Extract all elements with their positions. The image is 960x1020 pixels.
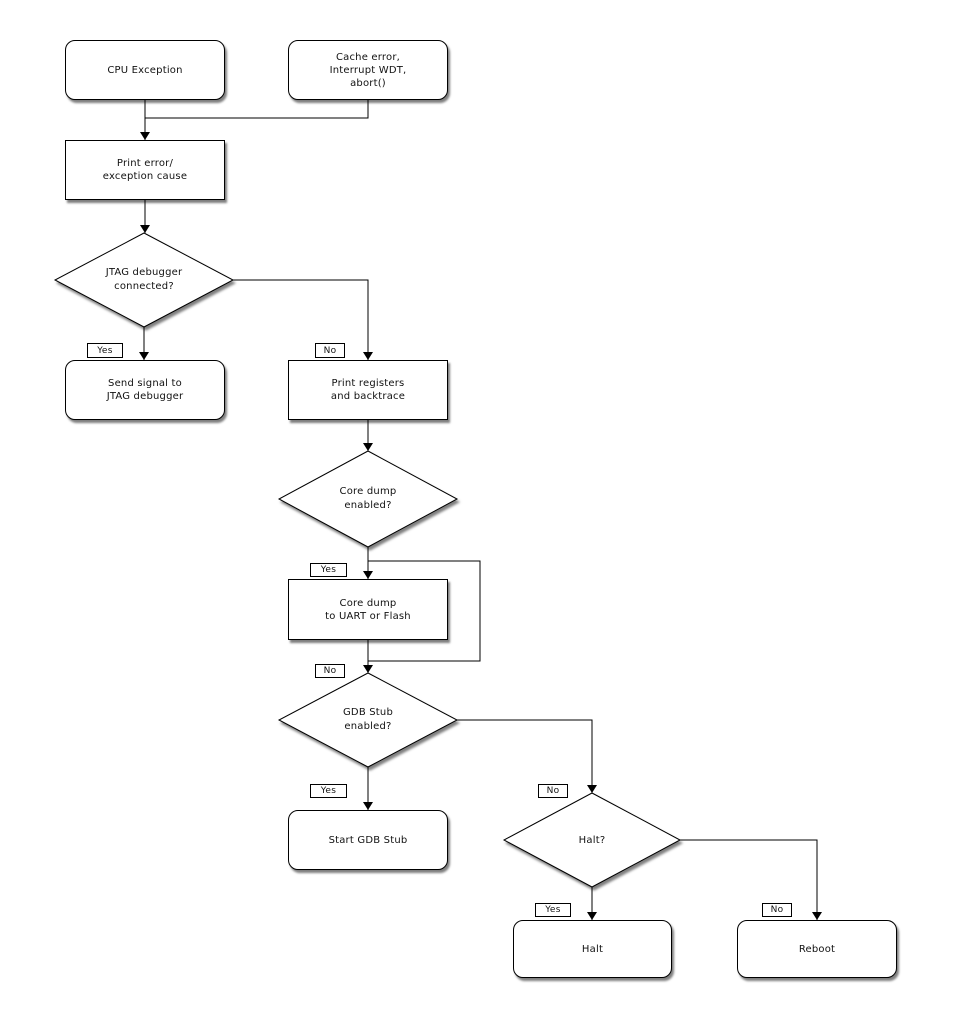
decision-text-gdb-stub-enabled: GDB Stub enabled? bbox=[343, 706, 393, 734]
decision-halt-question bbox=[502, 792, 682, 888]
node-text: exception cause bbox=[102, 171, 188, 182]
edge-label-jtag-yes: Yes bbox=[87, 343, 123, 358]
node-text: connected? bbox=[114, 281, 174, 292]
node-text: abort() bbox=[350, 77, 386, 89]
arrow-down-icon bbox=[587, 785, 597, 793]
node-text: enabled? bbox=[344, 500, 392, 511]
arrow-down-icon bbox=[139, 352, 149, 360]
connector-gdb-no-to-halt-q bbox=[457, 719, 593, 793]
node-core-dump: Core dump to UART or Flash bbox=[288, 579, 448, 640]
arrow-down-icon bbox=[140, 225, 150, 233]
arrow-down-icon bbox=[363, 665, 373, 673]
edge-label-gdb-yes: Yes bbox=[310, 784, 347, 798]
arrow-down-icon bbox=[363, 352, 373, 360]
edge-label-reboot-no: No bbox=[762, 903, 792, 917]
arrow-down-icon bbox=[363, 571, 373, 579]
decision-core-dump-enabled bbox=[277, 450, 459, 548]
arrow-down-icon bbox=[140, 132, 150, 140]
edge-label-halt-yes: Yes bbox=[535, 903, 571, 917]
node-text: Halt bbox=[581, 943, 604, 955]
decision-text-halt-question: Halt? bbox=[579, 834, 606, 848]
connector-jtag-no-to-print-registers bbox=[233, 279, 369, 360]
node-text: Send signal to bbox=[108, 378, 182, 389]
node-text: Start GDB Stub bbox=[328, 834, 408, 846]
node-text: Reboot bbox=[798, 943, 836, 955]
arrow-down-icon bbox=[587, 912, 597, 920]
node-text: to UART or Flash bbox=[325, 610, 411, 622]
decision-gdb-stub-enabled bbox=[277, 672, 459, 768]
node-text: Print error/ bbox=[116, 158, 174, 169]
node-text: Halt? bbox=[578, 835, 606, 846]
arrow-down-icon bbox=[812, 912, 822, 920]
node-text: Print registers bbox=[331, 378, 405, 389]
decision-text-jtag-connected: JTAG debugger connected? bbox=[106, 266, 183, 294]
connector-halt-no-to-reboot bbox=[680, 839, 818, 920]
edge-label-jtag-no: No bbox=[315, 343, 345, 358]
node-text: enabled? bbox=[344, 721, 392, 732]
node-start-gdb-stub: Start GDB Stub bbox=[288, 810, 448, 870]
node-send-signal: Send signal to JTAG debugger bbox=[65, 360, 225, 420]
node-print-error: Print error/ exception cause bbox=[65, 140, 225, 200]
node-text: CPU Exception bbox=[107, 64, 183, 76]
node-halt: Halt bbox=[513, 920, 672, 978]
node-text: and backtrace bbox=[330, 391, 406, 402]
node-cpu-exception: CPU Exception bbox=[65, 40, 225, 100]
node-text: Interrupt WDT, bbox=[329, 64, 407, 76]
node-text: JTAG debugger bbox=[106, 391, 184, 402]
arrow-down-icon bbox=[363, 802, 373, 810]
node-text: GDB Stub bbox=[342, 707, 394, 718]
node-text: Core dump bbox=[339, 486, 397, 497]
edge-label-core-dump-yes: Yes bbox=[310, 563, 347, 577]
edge-label-core-dump-no: No bbox=[315, 664, 345, 678]
connector-coredump-no-bypass bbox=[368, 560, 481, 662]
node-text: JTAG debugger bbox=[105, 267, 183, 278]
node-text: Cache error, bbox=[335, 51, 401, 63]
node-reboot: Reboot bbox=[737, 920, 897, 978]
decision-jtag-connected bbox=[53, 232, 235, 328]
edge-label-halt-entry-no: No bbox=[538, 784, 568, 798]
node-cache-error: Cache error, Interrupt WDT, abort() bbox=[288, 40, 448, 100]
node-print-registers: Print registers and backtrace bbox=[288, 360, 448, 420]
node-text: Core dump bbox=[339, 597, 397, 609]
arrow-down-icon bbox=[363, 443, 373, 451]
connector-cache-error-join bbox=[145, 100, 369, 119]
decision-text-core-dump-enabled: Core dump enabled? bbox=[340, 485, 397, 513]
